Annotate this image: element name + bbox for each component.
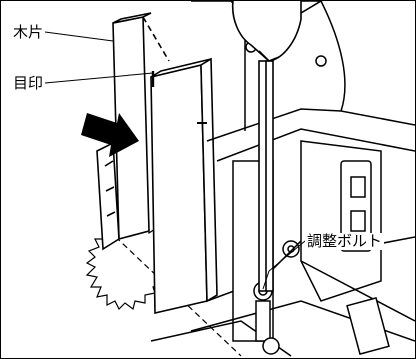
screwdriver-icon	[191, 1, 323, 292]
wood-piece-drawing	[96, 12, 170, 251]
mark-leader	[44, 72, 154, 84]
mark-label: 目印	[11, 74, 46, 92]
wood-piece-leader	[44, 31, 114, 42]
direction-arrow-icon	[81, 113, 139, 157]
saw-base-drawing	[150, 1, 415, 357]
adjusting-bolt-label: 調整ボルト	[305, 232, 385, 250]
bolt-leader	[262, 240, 306, 290]
wood-piece-label: 木片	[11, 23, 46, 41]
